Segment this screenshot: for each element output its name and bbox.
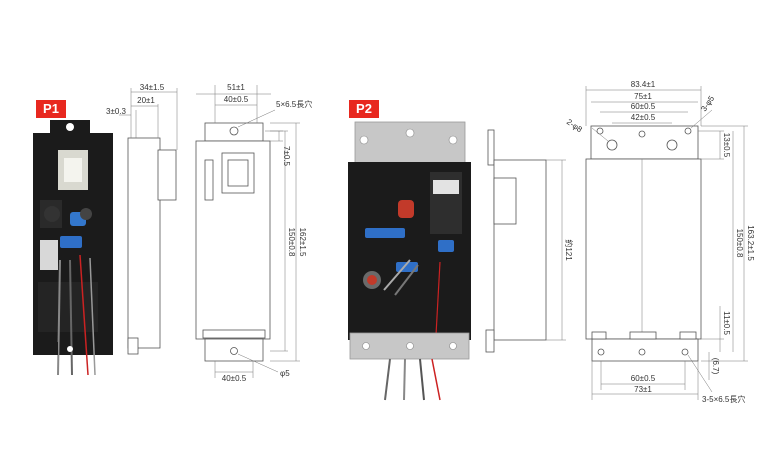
p2-front-dim-8: 163.2±1.5 — [746, 225, 755, 261]
p2-photo — [348, 121, 471, 401]
p1-front-dim-8: φ5 — [280, 369, 290, 378]
p2-front-view — [585, 86, 748, 400]
p2-front-dim-3: 60±0.5 — [631, 102, 656, 111]
p1-front-dim-7: 40±0.5 — [222, 374, 247, 383]
p2-front-dim-14: 3-5×6.5長穴 — [702, 394, 745, 404]
p2-front-dim-10: 11±0.5 — [722, 311, 731, 335]
p1-front-dim-3: 5×6.5長穴 — [276, 99, 312, 109]
p2-side-dim-1: 約121 — [564, 239, 574, 261]
p2-front-dim-2: 75±1 — [634, 92, 652, 101]
p2-front-dim-4: 42±0.5 — [631, 113, 656, 122]
p2-front-dim-6: 3-φ5 — [699, 94, 716, 113]
p2-front-dim-7: 13±0.5 — [722, 133, 731, 158]
p2-side-view — [485, 129, 566, 353]
p1-side-dim-3: 3±0.3 — [106, 107, 127, 116]
p1-front-dim-6: 150±0.8 — [287, 228, 296, 257]
p2-front-dim-11: (6.7) — [711, 358, 720, 375]
p2-front-dim-5: 2-φ8 — [565, 117, 584, 134]
p2-tag: P2 — [349, 100, 379, 118]
p2-front-dim-1: 83.4±1 — [631, 80, 656, 89]
p1-side-view — [119, 88, 178, 355]
dimension-labels: 34±1.5 20±1 3±0.3 51±1 40±0.5 5×6.5長穴 7±… — [106, 80, 755, 404]
p1-front-dim-2: 40±0.5 — [224, 95, 249, 104]
p1-photo — [33, 120, 113, 376]
p2-front-dim-13: 73±1 — [634, 385, 652, 394]
p1-front-dim-1: 51±1 — [227, 83, 245, 92]
p2-front-dim-12: 60±0.5 — [631, 374, 656, 383]
p1-side-dim-2: 20±1 — [137, 96, 155, 105]
p1-side-dim-1: 34±1.5 — [140, 83, 165, 92]
p1-front-dim-5: 162±1.5 — [298, 228, 307, 257]
p1-front-dim-4: 7±0.5 — [282, 146, 291, 167]
p1-front-view — [195, 85, 300, 378]
p2-front-dim-9: 150±0.8 — [735, 229, 744, 258]
p1-tag: P1 — [36, 100, 66, 118]
